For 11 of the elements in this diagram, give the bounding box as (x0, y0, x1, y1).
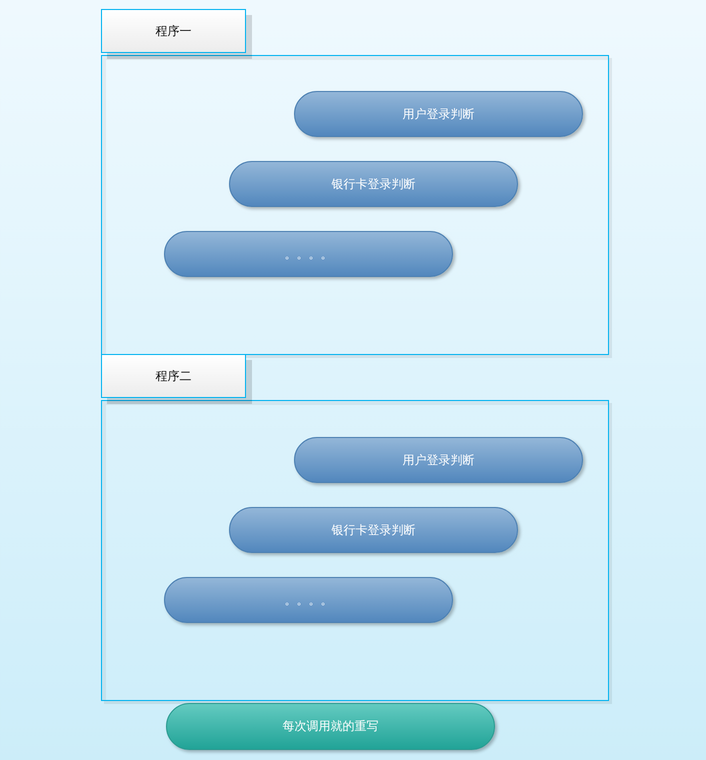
group-frame (101, 9, 609, 355)
process-node: 银行卡登录判断 (229, 161, 518, 207)
group-title: 程序二 (101, 354, 246, 398)
process-node: 用户登录判断 (294, 91, 583, 137)
process-node: 用户登录判断 (294, 437, 583, 483)
process-node: 。。。。 (164, 231, 453, 277)
group-frame (101, 354, 609, 701)
process-node: 。。。。 (164, 577, 453, 623)
group-title: 程序一 (101, 9, 246, 53)
process-node: 银行卡登录判断 (229, 507, 518, 553)
note-node: 每次调用就的重写 (166, 703, 495, 750)
